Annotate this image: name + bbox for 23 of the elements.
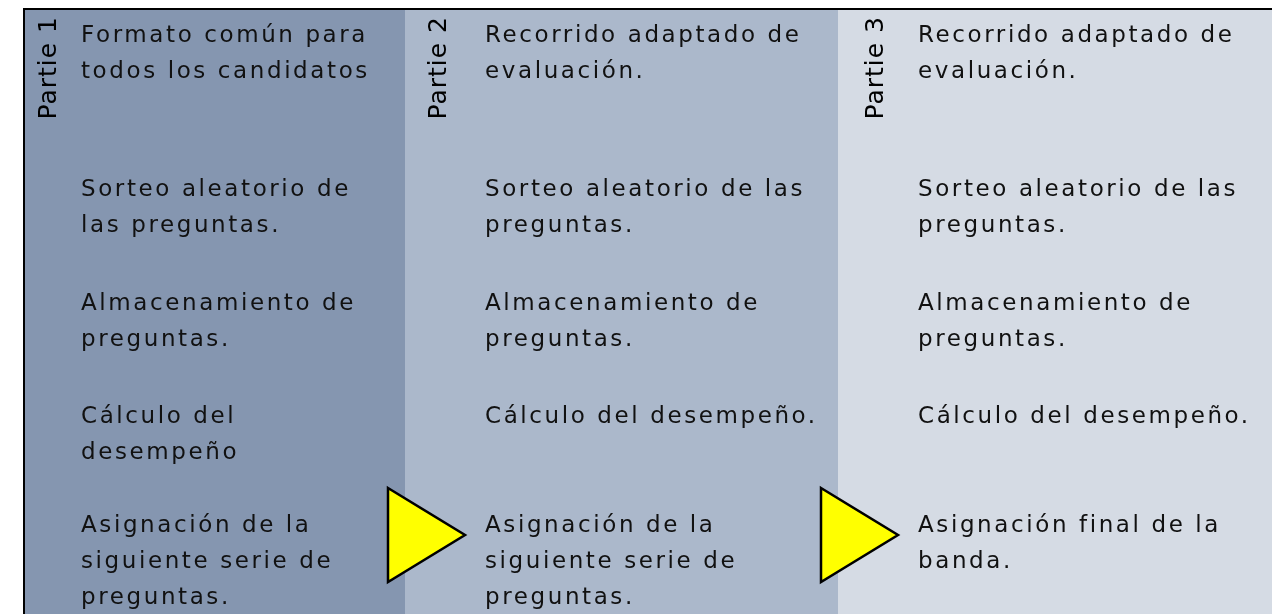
step-text: Cálculo del desempeño. <box>485 401 819 430</box>
step-text: Sorteo aleatorio de las preguntas. <box>485 174 807 239</box>
arrow-triangle <box>386 485 468 585</box>
step-text: Sorteo aleatorio de las preguntas. <box>918 174 1240 239</box>
step-text: Almacenamiento de preguntas. <box>81 288 357 353</box>
column-panel <box>838 8 1272 614</box>
arrow-triangle <box>819 485 901 585</box>
part-heading: Partie 1 <box>33 16 62 120</box>
step-text: Cálculo del desempeño <box>81 401 241 466</box>
step-text: Cálculo del desempeño. <box>918 401 1252 430</box>
column-panel <box>405 8 840 614</box>
step-text: Almacenamiento de preguntas. <box>918 288 1194 353</box>
part-heading: Partie 2 <box>423 16 452 120</box>
step-text: Almacenamiento de preguntas. <box>485 288 761 353</box>
step-text: Formato común para todos los candidatos <box>81 20 371 85</box>
step-text: Asignación de la siguiente serie de preguntas. <box>81 510 335 611</box>
step-text: Recorrido adaptado de evaluación. <box>918 20 1236 85</box>
step-text: Recorrido adaptado de evaluación. <box>485 20 803 85</box>
column-panel <box>23 8 407 614</box>
part-heading: Partie 3 <box>860 16 889 120</box>
step-text: Asignación final de la banda. <box>918 510 1222 575</box>
step-text: Sorteo aleatorio de las preguntas. <box>81 174 352 239</box>
step-text: Asignación de la siguiente serie de preguntas. <box>485 510 739 611</box>
